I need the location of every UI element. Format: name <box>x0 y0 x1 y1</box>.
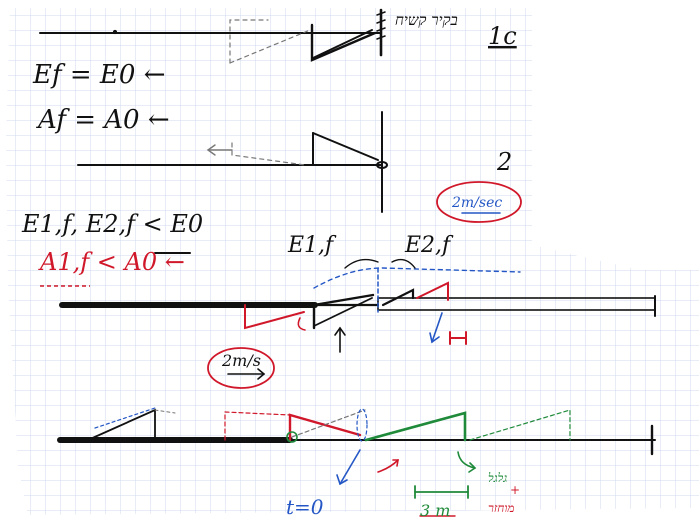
graph-paper <box>6 8 699 515</box>
speed-right-label: 2m/sec <box>451 195 502 211</box>
diagram-3-junction <box>59 181 656 389</box>
af-eq-a0-label: Af = A0 ← <box>36 105 170 135</box>
ef-eq-e0-label: Ef = E0 ← <box>32 60 166 90</box>
problem-2-label: 2 <box>496 148 512 176</box>
time-zero-label: t=0 <box>286 495 324 519</box>
distance-label: 3 m <box>420 501 450 520</box>
hebrew-top-label: בקיר קשיח <box>395 11 458 29</box>
diagram-4-evolution <box>57 407 656 517</box>
e1f-label: E1,f <box>287 233 337 258</box>
diagram-1-rigid-wall <box>39 8 386 64</box>
energy-inequality-label: E1,f, E2,f < E0 <box>21 210 203 238</box>
speed-left-label: 2m/s <box>221 351 261 370</box>
amplitude-inequality-label: A1,f < A0 ← <box>38 248 185 276</box>
e2f-label: E2,f <box>404 233 454 258</box>
hebrew-bottom-label-1: גלגל <box>488 471 507 485</box>
hebrew-bottom-label-2: + <box>510 483 520 497</box>
diagram-2-inverted <box>77 111 388 213</box>
hebrew-bottom-label-3: מוחזר <box>488 501 515 515</box>
problem-number-label: 1c <box>488 22 517 50</box>
